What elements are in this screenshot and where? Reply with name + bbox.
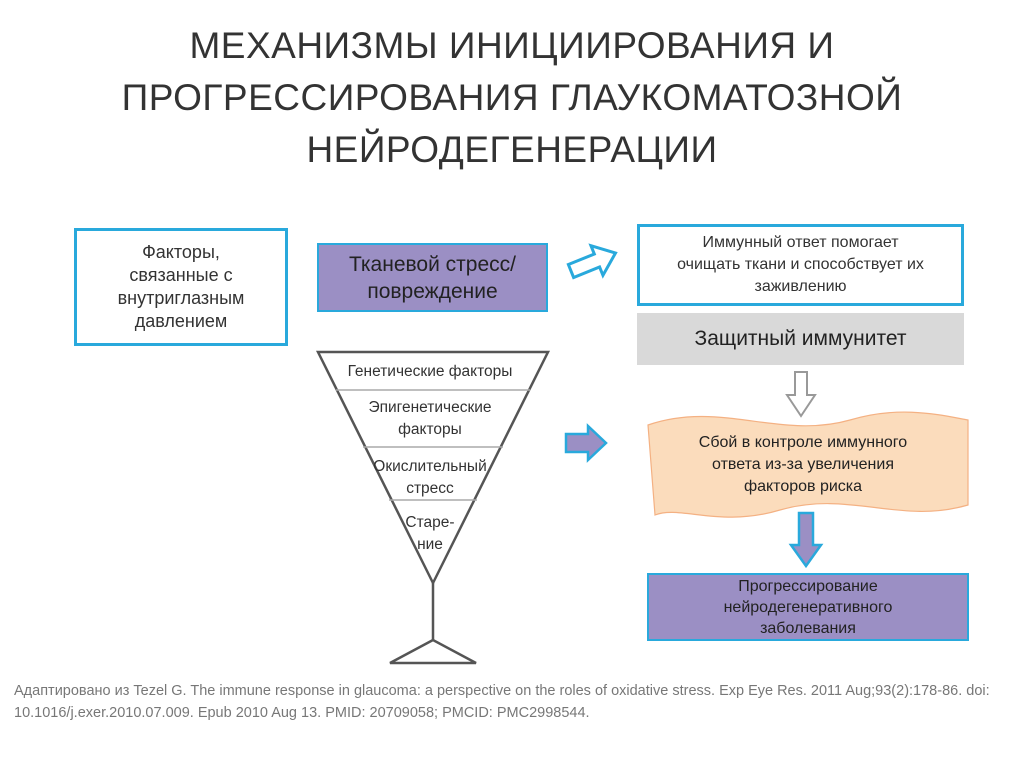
- funnel-oxidative-line: стресс: [406, 480, 454, 497]
- progression-line: нейродегенеративного: [723, 598, 893, 616]
- funnel-epigenetic: Эпигенетические факторы: [345, 397, 515, 441]
- title-line-1: МЕХАНИЗМЫ ИНИЦИИРОВАНИЯ И: [189, 25, 835, 66]
- funnel-oxidative-line: Окислительный: [373, 458, 487, 475]
- funnel-epigenetic-line: Эпигенетические: [368, 399, 492, 416]
- funnel-aging-line: ние: [417, 536, 443, 553]
- tissue-stress-box: Тканевой стресс/ повреждение: [317, 243, 548, 312]
- funnel-aging-line: Старе-: [405, 514, 455, 531]
- tissue-stress-line: Тканевой стресс/: [349, 252, 516, 276]
- immune-response-line: заживлению: [754, 278, 847, 295]
- iop-factors-line: давлением: [134, 311, 228, 331]
- protective-immunity-box: Защитный иммунитет: [637, 313, 964, 365]
- funnel-genetic: Генетические факторы: [330, 361, 530, 383]
- page-title: МЕХАНИЗМЫ ИНИЦИИРОВАНИЯ И ПРОГРЕССИРОВАН…: [60, 20, 964, 176]
- title-line-3: НЕЙРОДЕГЕНЕРАЦИИ: [306, 129, 718, 170]
- iop-factors-line: Факторы,: [142, 242, 220, 262]
- funnel-oxidative: Окислительный стресс: [355, 456, 505, 500]
- iop-factors-line: внутриглазным: [117, 288, 245, 308]
- immune-response-box: Иммунный ответ помогает очищать ткани и …: [637, 224, 964, 306]
- funnel-genetic-label: Генетические факторы: [347, 363, 513, 380]
- right-arrow-icon: [564, 423, 608, 463]
- down-outline-arrow-icon: [785, 371, 817, 418]
- immune-response-line: Иммунный ответ помогает: [702, 234, 899, 251]
- protective-immunity-label: Защитный иммунитет: [694, 327, 907, 350]
- control-failure-banner: [647, 411, 969, 518]
- title-line-2: ПРОГРЕССИРОВАНИЯ ГЛАУКОМАТОЗНОЙ: [121, 77, 903, 118]
- citation-text: Адаптировано из Tezel G. The immune resp…: [14, 683, 990, 721]
- control-failure-line: факторов риска: [743, 478, 863, 495]
- progression-box: Прогрессирование нейродегенеративного за…: [647, 573, 969, 641]
- iop-factors-box: Факторы, связанные с внутриглазным давле…: [74, 228, 288, 346]
- progression-line: Прогрессирование: [738, 577, 878, 595]
- immune-response-line: очищать ткани и способствует их: [677, 256, 924, 273]
- funnel-epigenetic-line: факторы: [398, 421, 462, 438]
- control-failure-line: Сбой в контроле иммунного: [698, 434, 908, 451]
- funnel-base: [389, 638, 477, 665]
- iop-factors-line: связанные с: [129, 265, 233, 285]
- funnel-aging: Старе- ние: [380, 512, 480, 556]
- funnel-cone: [315, 350, 551, 586]
- tissue-stress-line: повреждение: [367, 279, 498, 303]
- progression-line: заболевания: [760, 619, 856, 637]
- control-failure-text: Сбой в контроле иммунного ответа из-за у…: [668, 432, 938, 498]
- outline-arrow-icon: [566, 243, 618, 280]
- down-arrow-icon: [788, 511, 824, 569]
- control-failure-line: ответа из-за увеличения: [712, 456, 894, 473]
